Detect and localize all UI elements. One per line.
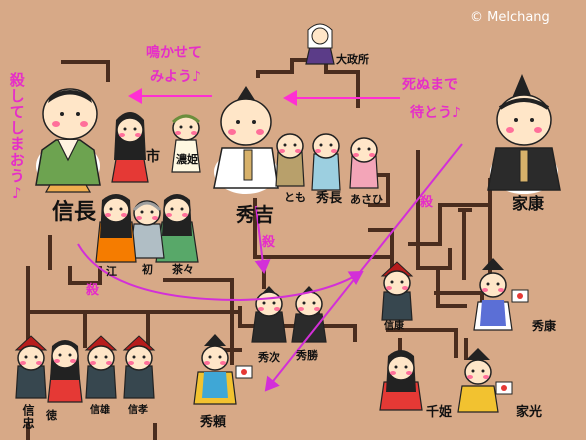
nobutada-figure <box>14 335 48 399</box>
label-hidenaga: 秀長 <box>316 191 343 206</box>
hideyori-figure <box>193 334 253 405</box>
nobunaga-figure <box>35 88 101 193</box>
hideyoshi-quote-line1: 鳴かせて <box>146 45 202 61</box>
label-ichi: 市 <box>146 149 160 165</box>
label-senhime: 千姫 <box>426 405 453 420</box>
kill-arrow-nobunaga-to-nobuyasu <box>77 243 364 302</box>
senhime-figure <box>379 350 423 411</box>
nohime-figure <box>171 114 201 173</box>
ichi-figure <box>111 112 149 183</box>
ieyasu-figure <box>487 74 561 194</box>
label-toku: 徳 <box>46 409 57 422</box>
hideyoshi-figure <box>213 86 279 194</box>
label-daimandokoro: 大政所 <box>336 53 369 66</box>
nobukatsu-figure <box>84 335 118 399</box>
hideyoshi-quote-line2: みよう♪ <box>150 69 201 85</box>
gou-figure <box>95 194 137 263</box>
label-nobukatsu: 信雄 <box>90 405 110 416</box>
label-nohime: 濃姫 <box>176 153 198 166</box>
label-iemitsu: 家光 <box>516 405 543 420</box>
label-chacha: 茶々 <box>172 263 194 276</box>
hidetsugu-figure <box>251 286 287 343</box>
label-hidekatsu: 秀勝 <box>296 349 318 362</box>
label-nobutaka: 信孝 <box>128 405 148 416</box>
label-hideyasu: 秀康 <box>532 319 557 333</box>
iemitsu-figure <box>457 348 513 413</box>
label-ieyasu: 家康 <box>512 194 545 213</box>
chacha-figure <box>155 194 199 263</box>
kill-arrow-hideyoshi-to-hidetsugu <box>254 205 271 274</box>
label-asahi: あさひ <box>350 193 383 206</box>
kill-label-ieyasu: 殺 <box>420 195 434 210</box>
label-hideyoshi: 秀吉 <box>236 204 275 226</box>
ieyasu-quote-line1: 死ぬまで <box>402 77 458 93</box>
nobuyasu-figure <box>380 261 414 321</box>
label-hidetsugu: 秀次 <box>258 351 280 364</box>
hideyasu-figure <box>473 258 529 331</box>
label-nobutada: 信忠 <box>21 404 35 430</box>
label-gou: 江 <box>106 265 117 278</box>
kill-label-hideyoshi: 殺 <box>262 235 276 250</box>
label-tomo: とも <box>284 191 306 204</box>
label-nobuyasu: 信康 <box>384 321 404 332</box>
nobutaka-figure <box>122 335 156 399</box>
kill-arrow-ieyasu-to-hideyori <box>264 143 463 392</box>
daimandokoro-figure <box>305 23 335 65</box>
toku-figure <box>47 340 83 403</box>
copyright-text: © Melchang <box>470 10 550 25</box>
label-hideyori: 秀頼 <box>200 415 227 430</box>
ieyasu-quote-line2: 待とう♪ <box>410 105 461 121</box>
asahi-figure <box>349 137 379 189</box>
kill-label-nobunaga: 殺 <box>86 283 100 298</box>
label-nobunaga: 信長 <box>52 200 97 225</box>
nobunaga-quote: 殺してしまおう♪ <box>7 72 26 203</box>
hidenaga-figure <box>311 133 341 191</box>
tomo-figure <box>275 133 305 187</box>
label-hatsu: 初 <box>142 263 153 276</box>
